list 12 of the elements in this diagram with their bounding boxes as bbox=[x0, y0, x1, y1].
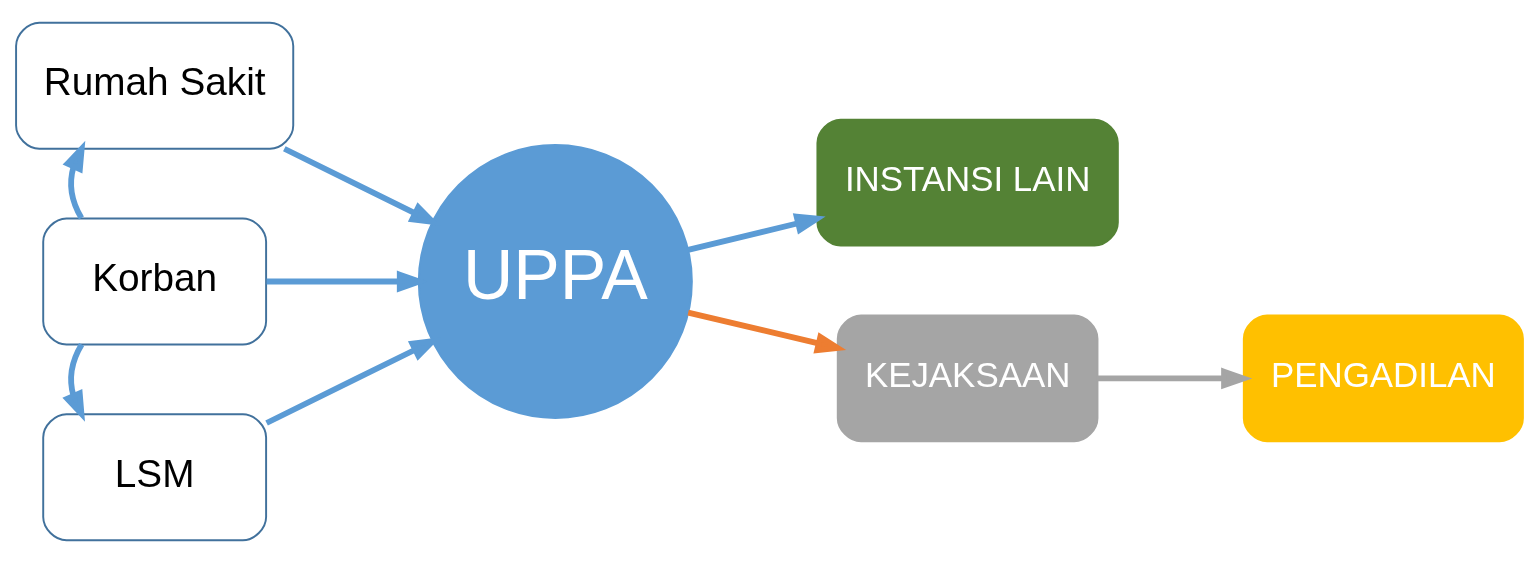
node-box: INSTANSI LAIN bbox=[816, 118, 1119, 247]
arrow bbox=[687, 213, 826, 253]
node-box: LSM bbox=[42, 413, 268, 542]
arrow bbox=[62, 343, 85, 422]
arrow bbox=[62, 140, 86, 220]
node-box: Korban bbox=[42, 217, 268, 346]
arrow bbox=[1097, 367, 1253, 390]
node-box: Rumah Sakit bbox=[15, 21, 295, 150]
node-box: KEJAKSAAN bbox=[836, 314, 1099, 443]
node-box: PENGADILAN bbox=[1242, 314, 1524, 443]
arrow bbox=[687, 309, 847, 354]
node-circle: UPPA bbox=[417, 144, 693, 419]
